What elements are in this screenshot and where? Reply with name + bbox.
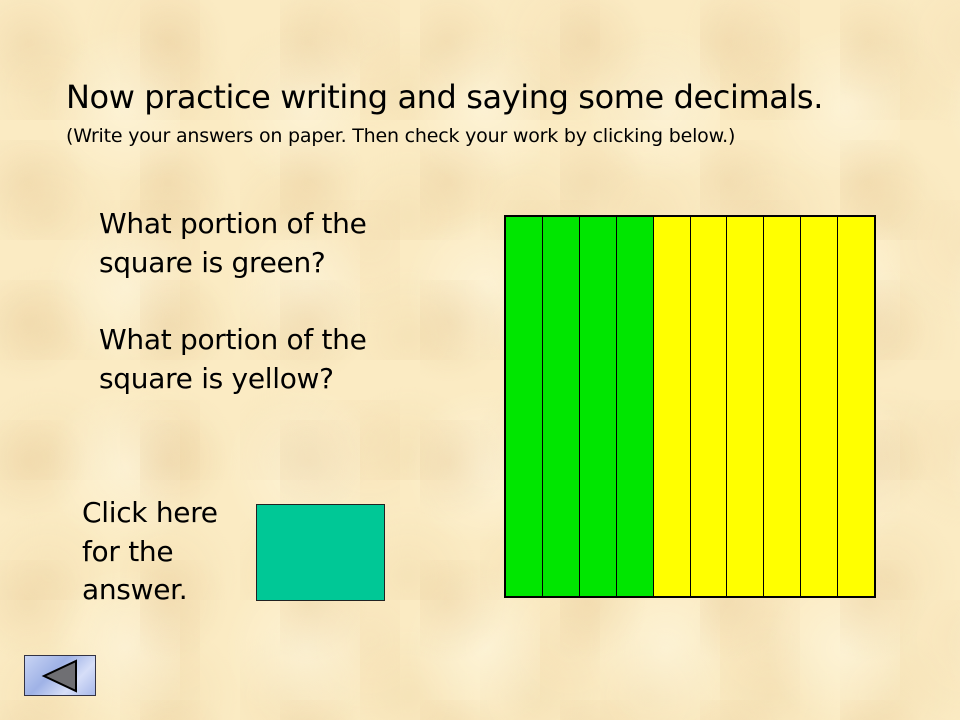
- yellow-strip: [689, 217, 727, 596]
- question-green: What portion of the square is green?: [99, 207, 367, 279]
- show-answer-button[interactable]: [256, 504, 385, 601]
- green-strip: [578, 217, 616, 596]
- page-title: Now practice writing and saying some dec…: [66, 78, 823, 116]
- left-triangle-icon: [41, 658, 77, 693]
- page-instructions: (Write your answers on paper. Then check…: [66, 125, 736, 147]
- green-strip: [615, 217, 653, 596]
- green-strip: [506, 217, 542, 596]
- yellow-strip: [652, 217, 690, 596]
- green-strip: [541, 217, 579, 596]
- yellow-strip: [837, 217, 875, 596]
- yellow-strip: [763, 217, 801, 596]
- yellow-strip: [726, 217, 764, 596]
- tenths-square: [504, 215, 876, 598]
- yellow-strip: [800, 217, 838, 596]
- back-button[interactable]: [24, 655, 96, 696]
- question-yellow: What portion of the square is yellow?: [99, 323, 367, 395]
- answer-prompt: Click here for the answer.: [82, 496, 218, 606]
